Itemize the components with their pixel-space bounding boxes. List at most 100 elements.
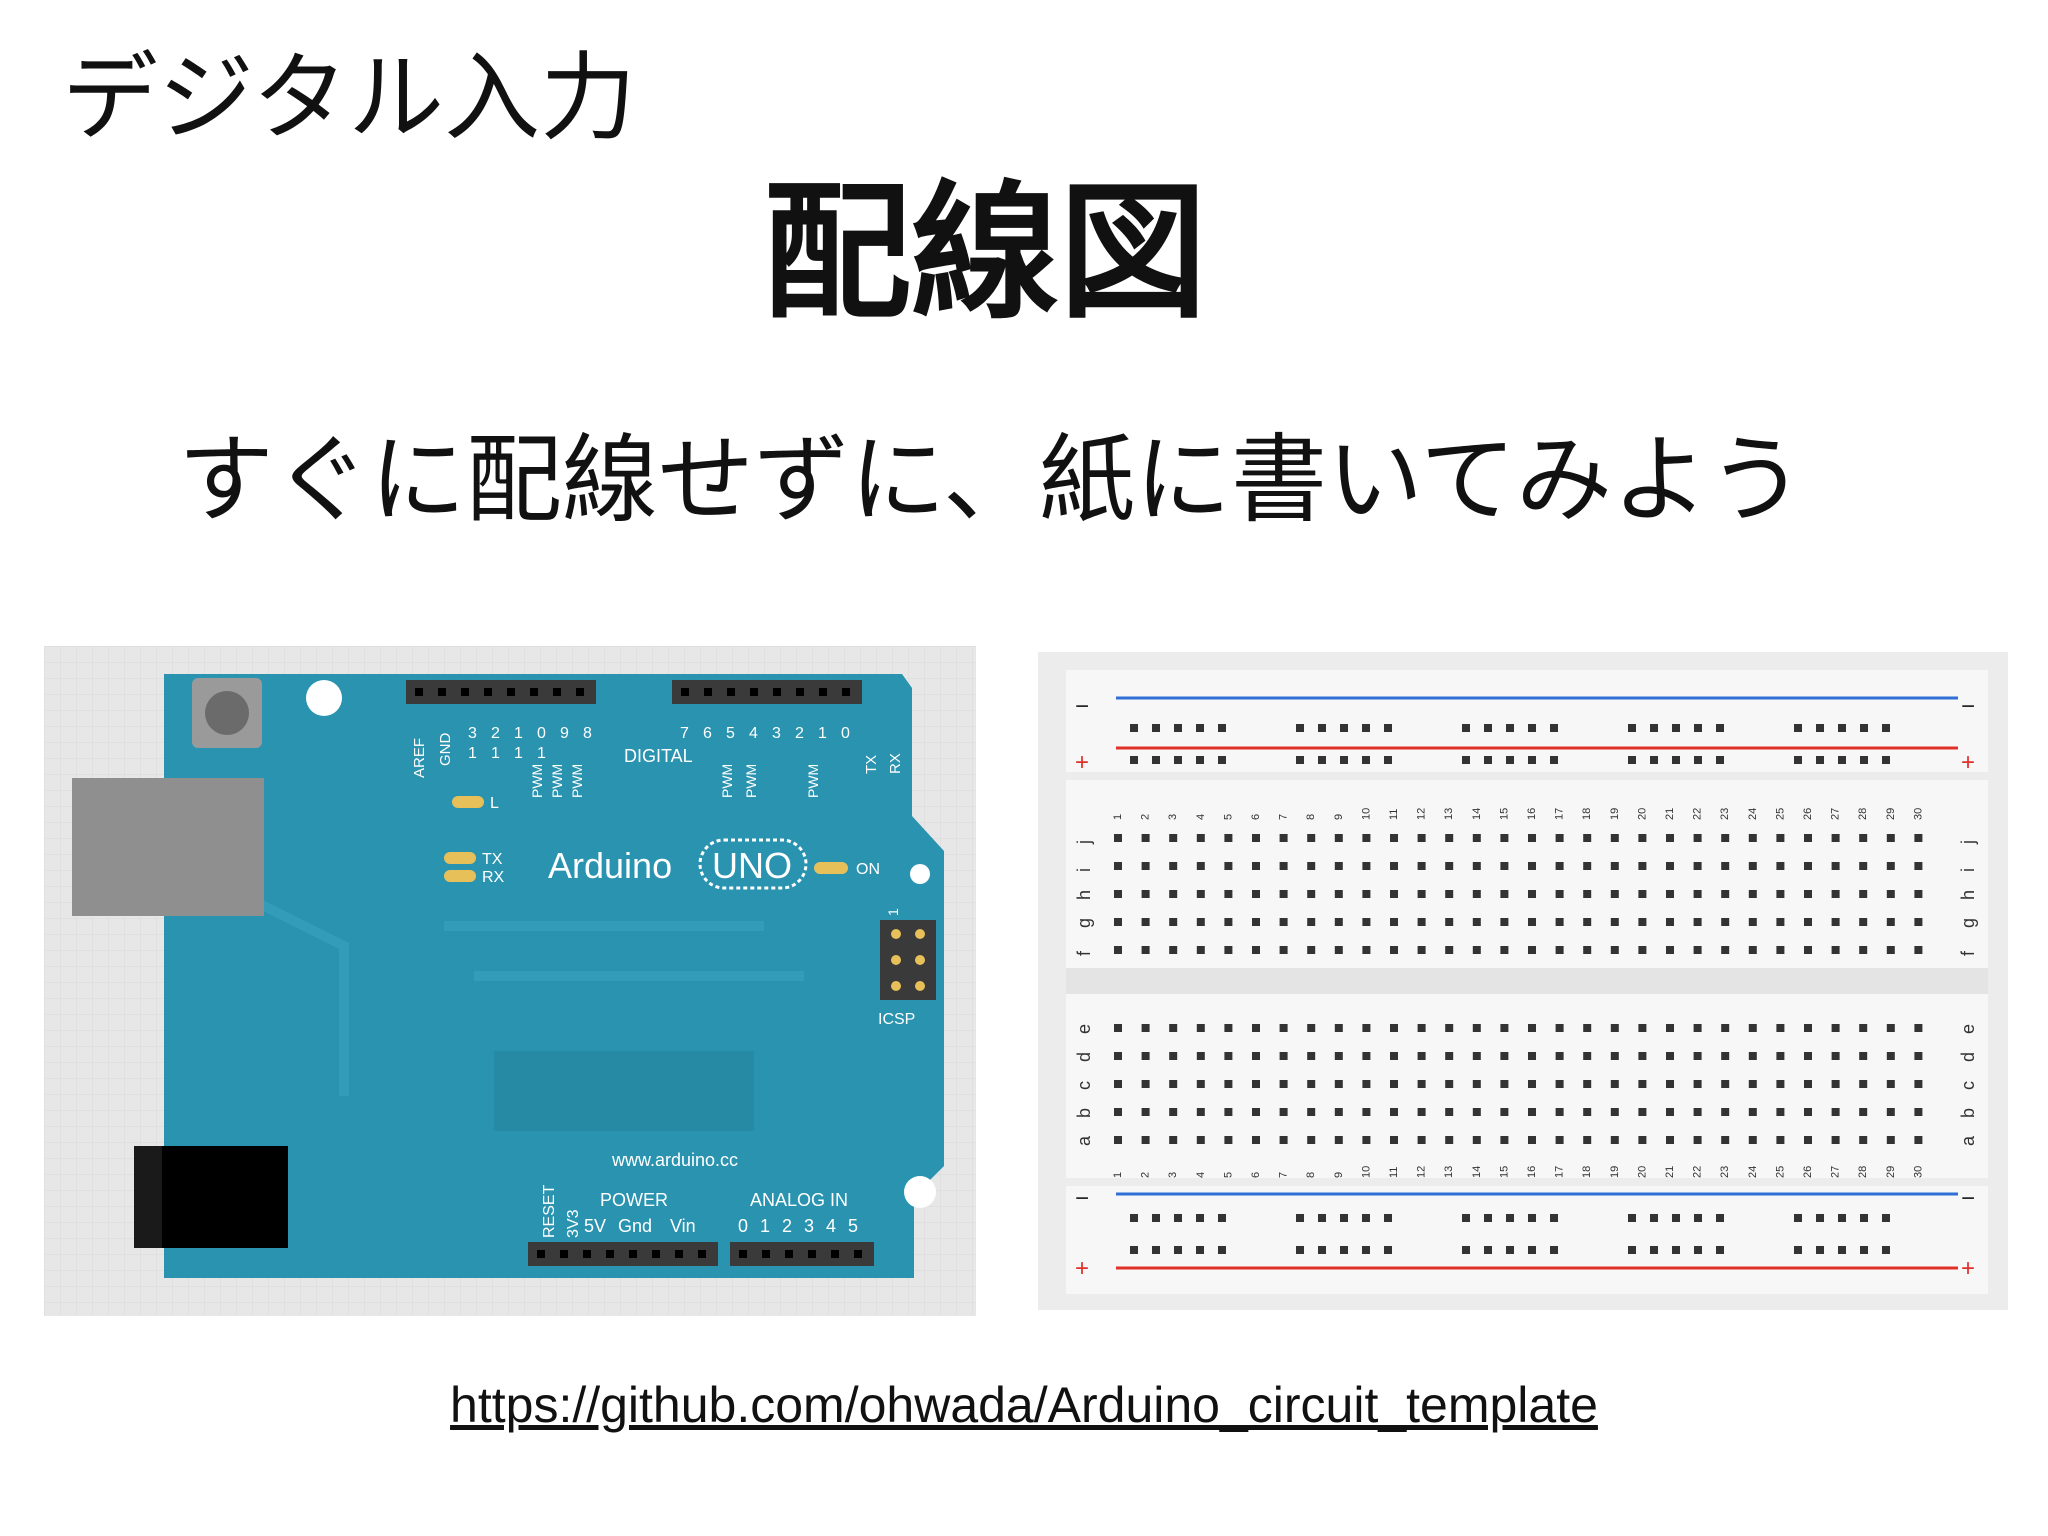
terminal-hole bbox=[1390, 1080, 1398, 1088]
rail-hole bbox=[1318, 756, 1326, 764]
column-number: 8 bbox=[1305, 814, 1317, 820]
power-header bbox=[528, 1242, 718, 1266]
terminal-hole bbox=[1721, 1080, 1730, 1088]
rail-hole bbox=[1882, 756, 1890, 764]
terminal-hole bbox=[1307, 1052, 1316, 1060]
terminal-hole bbox=[1583, 946, 1592, 954]
column-number: 17 bbox=[1554, 808, 1566, 820]
terminal-hole bbox=[1141, 862, 1150, 870]
terminal-hole bbox=[1555, 946, 1564, 954]
terminal-hole bbox=[1721, 946, 1730, 954]
terminal-hole bbox=[1307, 1108, 1316, 1116]
terminal-hole bbox=[1196, 1052, 1205, 1060]
column-number: 16 bbox=[1526, 808, 1538, 820]
terminal-hole bbox=[1362, 1024, 1371, 1032]
svg-text:L: L bbox=[490, 795, 499, 812]
column-number: 30 bbox=[1912, 1166, 1924, 1178]
digital-pin-label: 7 bbox=[680, 725, 689, 742]
terminal-hole bbox=[1886, 834, 1895, 842]
column-number: 24 bbox=[1747, 1166, 1759, 1178]
terminal-hole bbox=[1638, 946, 1647, 954]
rail-hole bbox=[1550, 1214, 1558, 1222]
rail-hole bbox=[1794, 724, 1802, 732]
terminal-hole bbox=[1610, 918, 1619, 926]
terminal-hole bbox=[1141, 1136, 1150, 1144]
terminal-hole bbox=[1472, 1136, 1481, 1144]
bottom-power-rail bbox=[1066, 1186, 1988, 1294]
column-number: 27 bbox=[1830, 808, 1842, 820]
column-number: 2 bbox=[1140, 1172, 1152, 1178]
terminal-hole bbox=[1279, 1052, 1288, 1060]
rail-minus-sign: − bbox=[1075, 693, 1089, 720]
rail-hole bbox=[1694, 1246, 1702, 1254]
terminal-hole bbox=[1445, 1136, 1454, 1144]
terminal-hole bbox=[1638, 918, 1647, 926]
column-number: 10 bbox=[1360, 1166, 1372, 1178]
terminal-hole bbox=[1886, 862, 1895, 870]
terminal-hole bbox=[1500, 1136, 1509, 1144]
pwm-label: PWM bbox=[549, 764, 565, 798]
rail-hole bbox=[1340, 756, 1348, 764]
terminal-hole bbox=[1859, 890, 1868, 898]
column-number: 7 bbox=[1278, 814, 1290, 820]
terminal-hole bbox=[1445, 918, 1454, 926]
terminal-hole bbox=[1307, 1136, 1316, 1144]
terminal-hole bbox=[1666, 1108, 1674, 1116]
source-link[interactable]: https://github.com/ohwada/Arduino_circui… bbox=[450, 1377, 1598, 1433]
terminal-hole bbox=[1472, 1052, 1481, 1060]
column-number: 19 bbox=[1609, 1166, 1621, 1178]
terminal-hole bbox=[1445, 1024, 1454, 1032]
terminal-hole bbox=[1169, 946, 1178, 954]
row-letter: d bbox=[1074, 1052, 1094, 1062]
terminal-hole bbox=[1666, 918, 1674, 926]
rail-hole bbox=[1174, 724, 1182, 732]
terminal-hole bbox=[1279, 862, 1288, 870]
terminal-hole bbox=[1362, 862, 1371, 870]
digital-label: DIGITAL bbox=[624, 746, 693, 766]
digital-pin-label: 6 bbox=[703, 725, 712, 742]
terminal-hole bbox=[1610, 1024, 1619, 1032]
terminal-hole bbox=[1224, 834, 1233, 842]
terminal-hole bbox=[1610, 890, 1619, 898]
row-letter: f bbox=[1074, 950, 1094, 956]
terminal-hole bbox=[1445, 1052, 1454, 1060]
rail-hole bbox=[1550, 756, 1558, 764]
rail-hole bbox=[1130, 756, 1138, 764]
digital-pin-label: 3 bbox=[772, 725, 781, 742]
terminal-hole bbox=[1445, 1108, 1454, 1116]
rail-hole bbox=[1506, 756, 1514, 764]
column-number: 21 bbox=[1664, 1166, 1676, 1178]
terminal-hole bbox=[1224, 1052, 1233, 1060]
terminal-hole bbox=[1776, 1108, 1785, 1116]
column-number: 9 bbox=[1333, 1172, 1345, 1178]
rail-hole bbox=[1838, 1246, 1846, 1254]
terminal-hole bbox=[1169, 862, 1178, 870]
terminal-hole bbox=[1555, 834, 1564, 842]
terminal-hole bbox=[1748, 918, 1757, 926]
rail-hole bbox=[1174, 1246, 1182, 1254]
terminal-hole bbox=[1886, 946, 1895, 954]
terminal-hole bbox=[1583, 834, 1592, 842]
rail-hole bbox=[1882, 1214, 1890, 1222]
rail-hole bbox=[1462, 756, 1470, 764]
terminal-hole bbox=[1196, 1080, 1205, 1088]
terminal-hole bbox=[1583, 1108, 1592, 1116]
rail-hole bbox=[1218, 724, 1226, 732]
terminal-hole bbox=[1859, 1024, 1868, 1032]
column-number: 13 bbox=[1443, 808, 1455, 820]
rail-hole bbox=[1860, 724, 1868, 732]
terminal-hole bbox=[1886, 890, 1895, 898]
terminal-hole bbox=[1252, 834, 1260, 842]
terminal-hole bbox=[1196, 862, 1205, 870]
terminal-hole bbox=[1390, 1136, 1398, 1144]
rail-hole bbox=[1528, 1214, 1536, 1222]
rail-hole bbox=[1882, 724, 1890, 732]
terminal-hole bbox=[1334, 862, 1343, 870]
terminal-hole bbox=[1500, 918, 1509, 926]
terminal-hole bbox=[1583, 890, 1592, 898]
svg-text:TX: TX bbox=[863, 755, 880, 774]
terminal-hole bbox=[1169, 1052, 1178, 1060]
terminal-hole bbox=[1583, 918, 1592, 926]
arduino-url: www.arduino.cc bbox=[611, 1150, 738, 1170]
